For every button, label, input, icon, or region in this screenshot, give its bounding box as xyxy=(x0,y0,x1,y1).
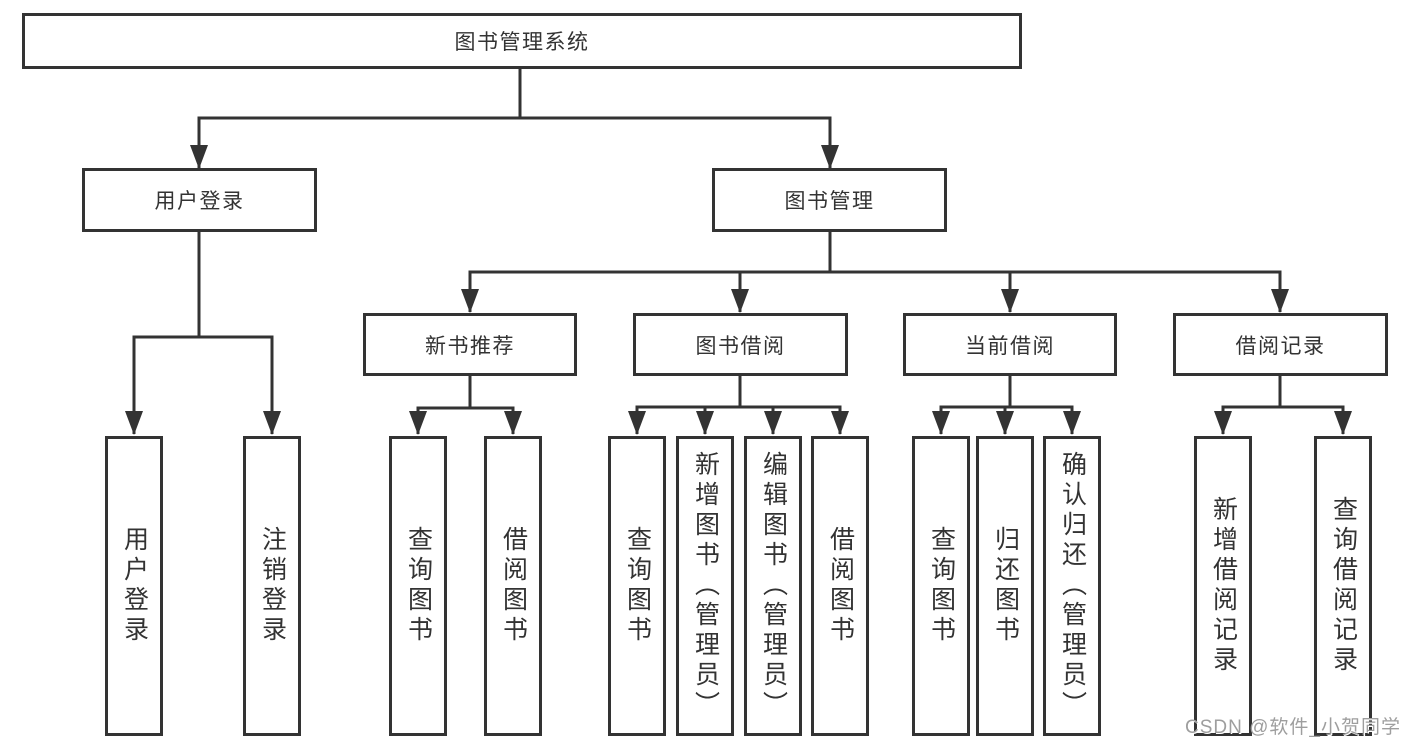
leaf-add-books-admin: 新增图书（管理员） xyxy=(676,436,734,736)
node-label: 借阅记录 xyxy=(1235,334,1326,358)
leaf-borrow-books: 借阅图书 xyxy=(811,436,869,736)
node-book-borrowing: 图书借阅 xyxy=(633,313,848,376)
leaf-label: 新增借阅记录 xyxy=(1209,496,1238,676)
leaf-label: 查询图书 xyxy=(404,526,433,646)
node-current-borrowing: 当前借阅 xyxy=(903,313,1117,376)
leaf-label: 新增图书（管理员） xyxy=(691,451,720,721)
leaf-query-borrow-record: 查询借阅记录 xyxy=(1314,436,1372,736)
leaf-query-books-recommend: 查询图书 xyxy=(389,436,447,736)
node-user-login: 用户登录 xyxy=(82,168,317,232)
leaf-label: 查询借阅记录 xyxy=(1329,496,1358,676)
node-label: 新书推荐 xyxy=(425,334,515,358)
leaf-query-books-borrowing: 查询图书 xyxy=(608,436,666,736)
leaf-label: 确认归还（管理员） xyxy=(1058,451,1087,721)
node-new-book-recommendation: 新书推荐 xyxy=(363,313,577,376)
leaf-logout: 注销登录 xyxy=(243,436,301,736)
node-book-management: 图书管理 xyxy=(712,168,947,232)
csdn-watermark: CSDN @软件_小贺同学 xyxy=(1185,717,1401,738)
leaf-label: 注销登录 xyxy=(258,526,287,646)
branch-lines xyxy=(132,69,1345,410)
leaf-label: 归还图书 xyxy=(991,526,1020,646)
node-library-system: 图书管理系统 xyxy=(22,13,1022,69)
leaf-edit-books-admin: 编辑图书（管理员） xyxy=(744,436,802,736)
leaf-label: 编辑图书（管理员） xyxy=(759,451,788,721)
leaf-label: 查询图书 xyxy=(623,526,652,646)
leaf-user-login: 用户登录 xyxy=(105,436,163,736)
leaf-confirm-return-admin: 确认归还（管理员） xyxy=(1043,436,1101,736)
leaf-label: 查询图书 xyxy=(927,526,956,646)
leaf-label: 用户登录 xyxy=(120,526,149,646)
node-label: 用户登录 xyxy=(154,190,245,213)
leaf-add-borrow-record: 新增借阅记录 xyxy=(1194,436,1252,736)
leaf-label: 借阅图书 xyxy=(826,526,855,646)
node-label: 当前借阅 xyxy=(965,334,1055,358)
node-label: 图书借阅 xyxy=(695,334,786,358)
node-label: 图书管理 xyxy=(784,190,875,213)
leaf-borrow-books-recommend: 借阅图书 xyxy=(484,436,542,736)
leaf-query-books-current: 查询图书 xyxy=(912,436,970,736)
leaf-label: 借阅图书 xyxy=(499,526,528,646)
node-label: 图书管理系统 xyxy=(454,31,590,54)
leaf-return-books: 归还图书 xyxy=(976,436,1034,736)
node-borrowing-records: 借阅记录 xyxy=(1173,313,1388,376)
